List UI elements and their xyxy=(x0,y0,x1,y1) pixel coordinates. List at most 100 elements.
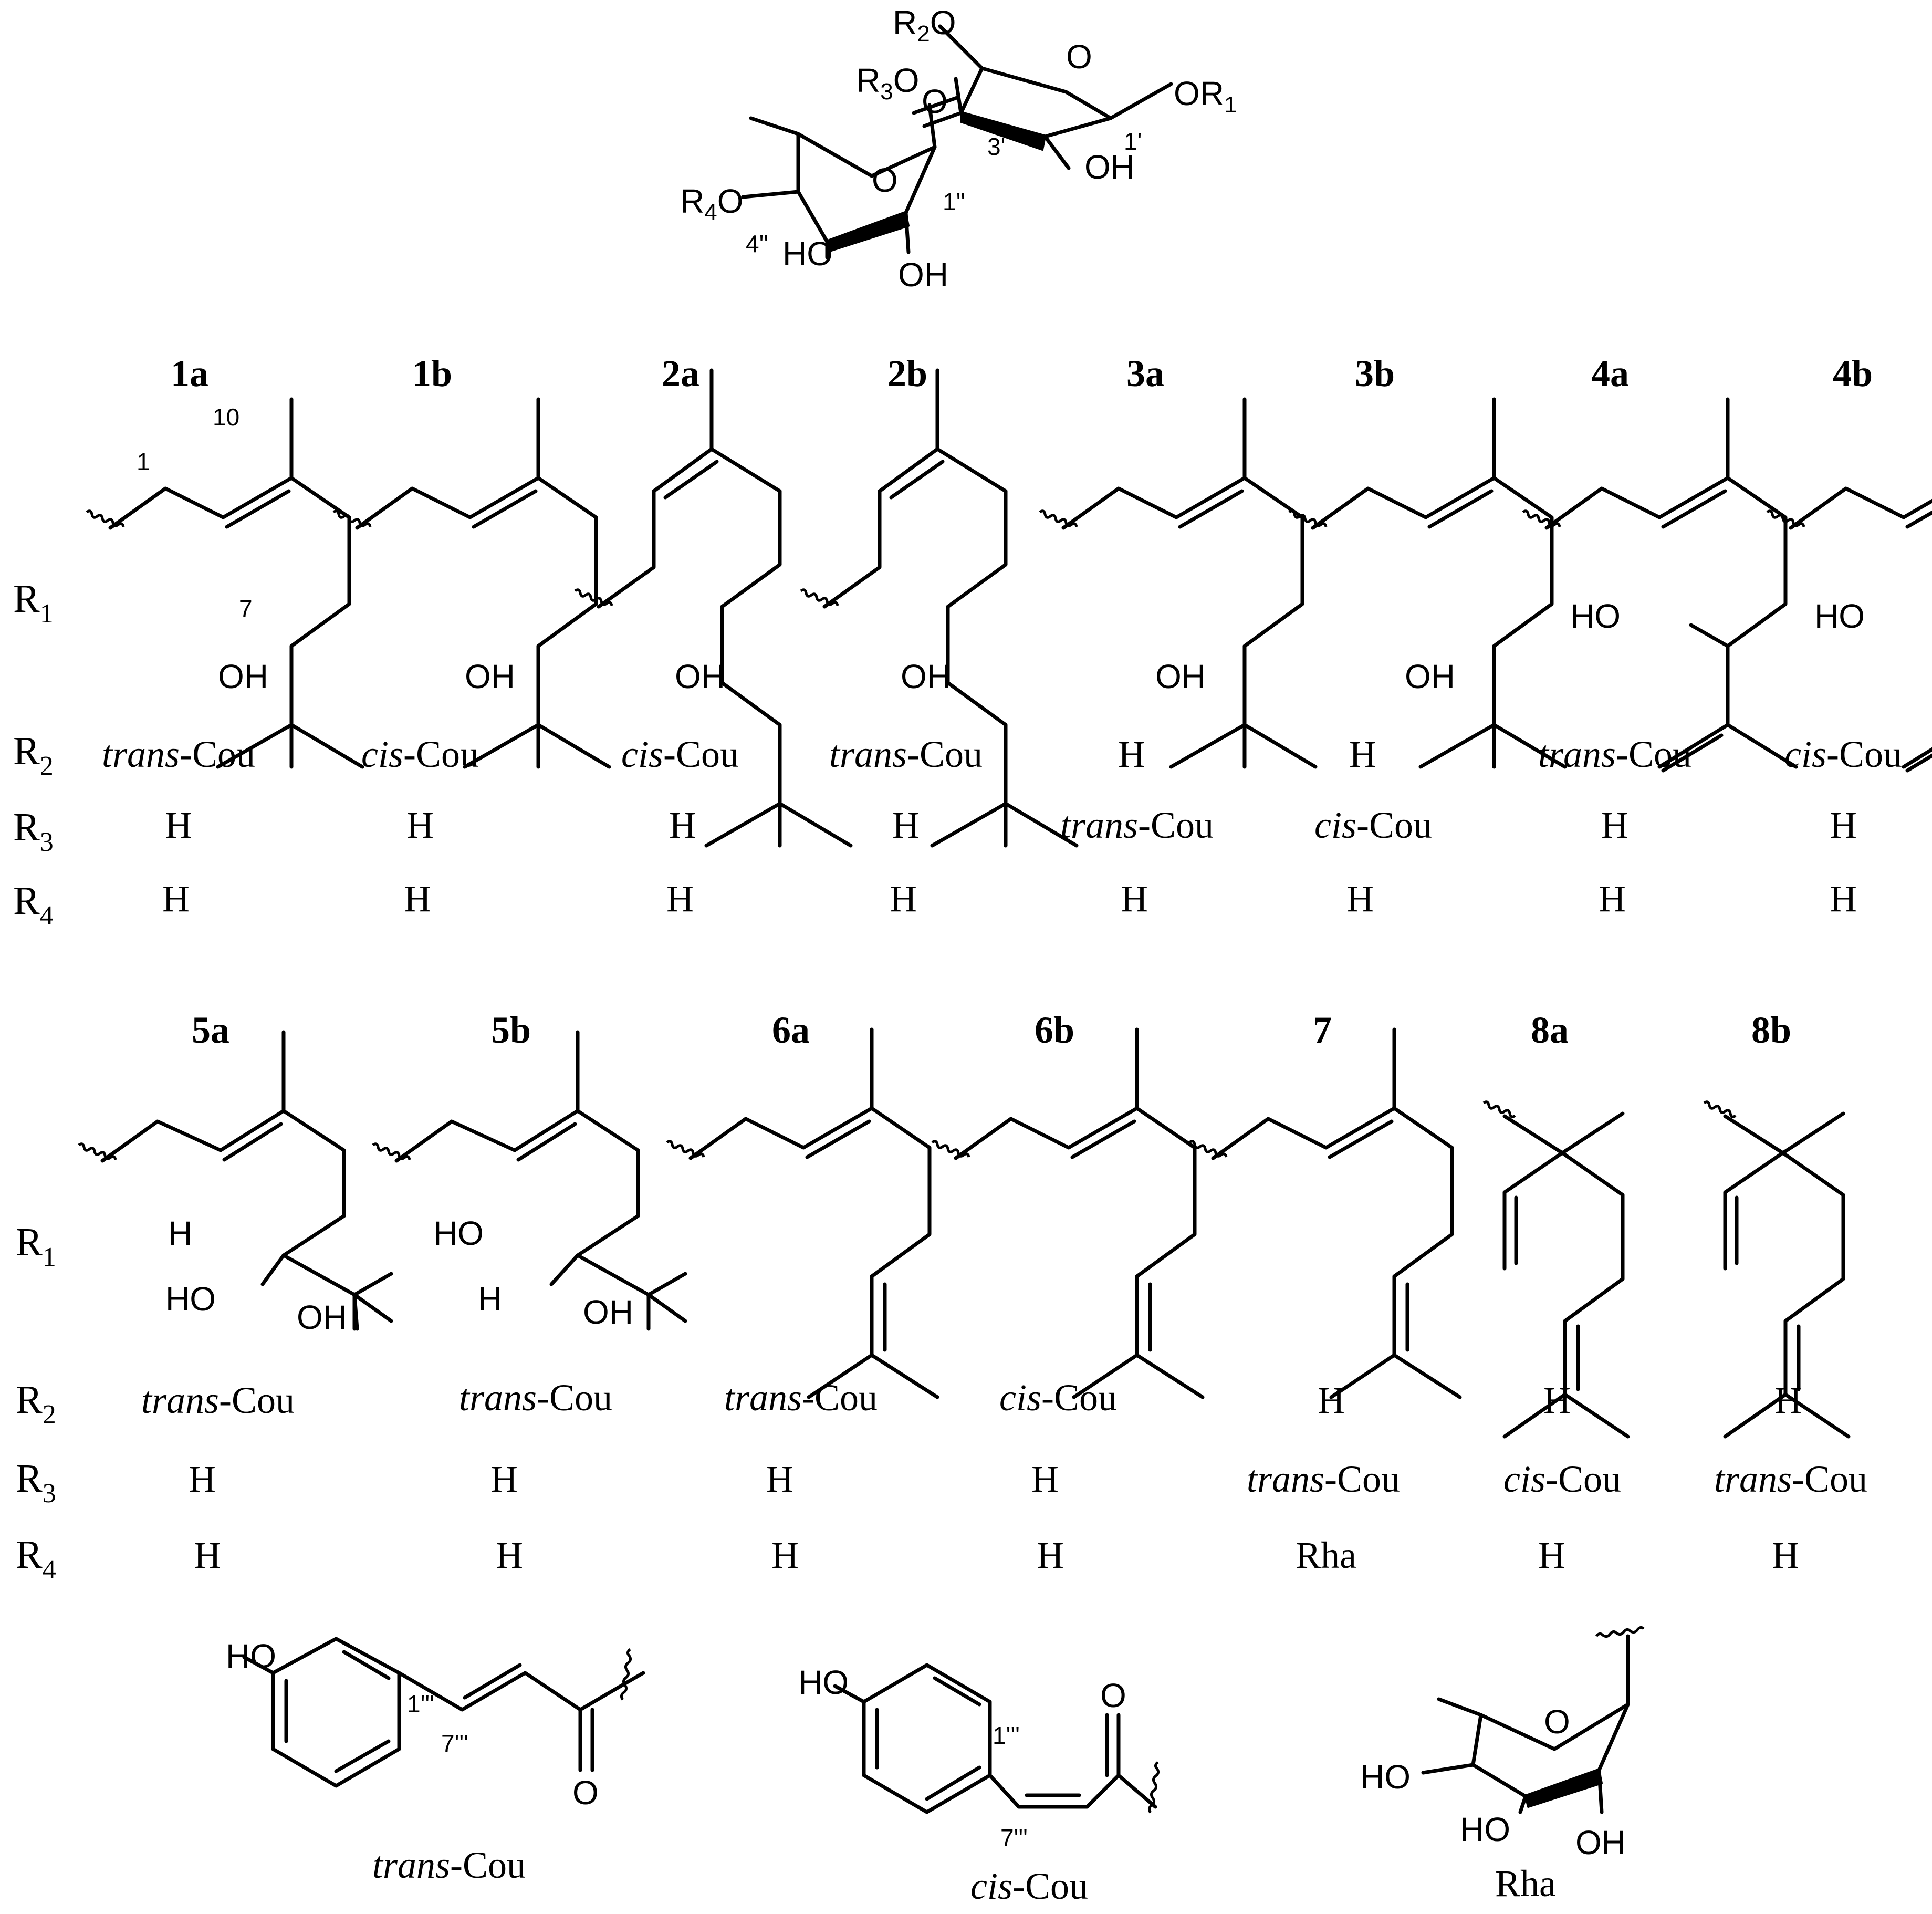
compound-id: 4a xyxy=(1591,352,1629,394)
r4-cell: H xyxy=(1599,878,1626,920)
compound-id: 2b xyxy=(887,352,927,394)
r1-label: R1 xyxy=(13,577,54,629)
trans-cou-c1ppp: 1''' xyxy=(407,1690,434,1718)
rha-ring-oxygen: O xyxy=(1544,1703,1570,1741)
row2-compound-ids: 5a 5b 6a 6b 7 8a 8b xyxy=(192,1009,1791,1051)
r3-cell: trans-Cou xyxy=(1247,1458,1400,1500)
r3-cell: H xyxy=(1601,804,1628,846)
oh-1a: OH xyxy=(218,658,268,695)
h-5b: H xyxy=(478,1280,502,1318)
r4-label: R4 xyxy=(13,879,54,931)
trans-cou-oxygen: O xyxy=(572,1774,599,1812)
r3-cell: cis-Cou xyxy=(1314,804,1432,846)
r2-cell: H xyxy=(1349,733,1376,775)
rha-oh: OH xyxy=(1575,1824,1626,1861)
r2-cell: trans-Cou xyxy=(459,1377,612,1419)
r4o-label: R4O xyxy=(680,182,743,225)
h-5a: H xyxy=(168,1214,192,1252)
cis-cou-structure xyxy=(833,1663,1160,1814)
r4-cell: H xyxy=(404,878,431,920)
r1-label: R1 xyxy=(16,1220,56,1272)
c1pp-label: 1'' xyxy=(943,188,965,215)
r3-cell: H xyxy=(669,804,696,846)
r3-cell: H xyxy=(1031,1458,1059,1500)
r4-cell: H xyxy=(162,878,190,920)
row2-row-labels: R1 R2 R3 R4 xyxy=(16,1220,56,1585)
r2-cell: H xyxy=(1318,1379,1345,1421)
compound-id: 7 xyxy=(1313,1009,1332,1051)
r3-cell: H xyxy=(165,804,192,846)
r4-cell: Rha xyxy=(1296,1534,1356,1576)
c1p-label: 1' xyxy=(1124,128,1142,155)
rha-structure xyxy=(1421,1626,1645,1814)
rha-caption: Rha xyxy=(1495,1863,1556,1905)
compound-id: 6b xyxy=(1035,1009,1074,1051)
rha-ring-oxygen: O xyxy=(872,161,898,199)
r2-cell: H xyxy=(1774,1379,1802,1421)
row2-substituent-table: trans-Cou trans-Cou trans-Cou cis-Cou H … xyxy=(141,1377,1867,1576)
r2-cell: cis-Cou xyxy=(1784,733,1902,775)
r4-cell: H xyxy=(1772,1534,1799,1576)
r2-cell: cis-Cou xyxy=(621,733,739,775)
r3-cell: H xyxy=(189,1458,216,1500)
r2-cell: trans-Cou xyxy=(1538,733,1691,775)
trans-cou-ho: HO xyxy=(226,1637,276,1675)
r3-cell: trans-Cou xyxy=(1714,1458,1867,1500)
r3-cell: H xyxy=(490,1458,518,1500)
r4-cell: H xyxy=(1538,1534,1565,1576)
r3-cell: trans-Cou xyxy=(1060,804,1214,846)
rha-oh: OH xyxy=(898,256,948,294)
oh-1b: OH xyxy=(465,658,515,695)
linking-oxygen: O xyxy=(922,82,948,120)
compound-id: 1a xyxy=(171,352,208,394)
core-glycoside xyxy=(741,24,1173,259)
oh-3a: OH xyxy=(1155,658,1206,695)
or1-label: OR1 xyxy=(1174,75,1237,118)
r2-cell: H xyxy=(1543,1379,1571,1421)
r4-cell: H xyxy=(1830,878,1857,920)
ho-4b: HO xyxy=(1814,597,1865,635)
compound-id: 6a xyxy=(772,1009,810,1051)
r4-cell: H xyxy=(194,1534,221,1576)
r2-label: R2 xyxy=(13,729,54,781)
c10-label: 10 xyxy=(213,403,239,431)
r4-cell: H xyxy=(771,1534,799,1576)
r4-cell: H xyxy=(1121,878,1148,920)
oh-5a: OH xyxy=(297,1298,347,1336)
rha-ho-mid: HO xyxy=(1460,1811,1510,1848)
r2-cell: H xyxy=(1118,733,1145,775)
trans-cou-structure xyxy=(242,1637,645,1788)
cis-cou-caption: cis-Cou xyxy=(970,1865,1088,1907)
r3-cell: H xyxy=(1830,804,1857,846)
row1-substituent-table: trans-Cou cis-Cou cis-Cou trans-Cou H H … xyxy=(102,733,1902,920)
row1-row-labels: R1 R2 R3 R4 xyxy=(13,577,54,931)
r4-cell: H xyxy=(1037,1534,1064,1576)
c4pp-label: 4'' xyxy=(746,230,768,257)
r4-cell: H xyxy=(496,1534,523,1576)
r4-cell: H xyxy=(666,878,694,920)
rha-ho: HO xyxy=(782,235,833,273)
r3-cell: H xyxy=(406,804,434,846)
r2o-label: R2O xyxy=(893,4,956,47)
r3o-label: R3O xyxy=(856,61,919,105)
cis-cou-ho: HO xyxy=(798,1663,849,1701)
cis-cou-c1ppp: 1''' xyxy=(993,1722,1020,1749)
r3-label: R3 xyxy=(16,1457,56,1509)
c3p-label: 3' xyxy=(987,133,1005,160)
r2-cell: trans-Cou xyxy=(829,733,983,775)
compound-id: 3a xyxy=(1126,352,1164,394)
oh-5b: OH xyxy=(583,1293,633,1331)
r3-cell: H xyxy=(766,1458,793,1500)
r3-cell: cis-Cou xyxy=(1503,1458,1621,1500)
compound-id: 3b xyxy=(1355,352,1395,394)
r2-cell: trans-Cou xyxy=(141,1379,295,1421)
ho-5b: HO xyxy=(433,1214,484,1252)
c7-label: 7 xyxy=(239,595,253,622)
compound-id: 4b xyxy=(1833,352,1873,394)
r2-cell: cis-Cou xyxy=(999,1377,1117,1419)
oh-2a: OH xyxy=(675,658,725,695)
rha-ho-left: HO xyxy=(1360,1758,1411,1796)
r3-cell: H xyxy=(892,804,920,846)
glc-ring-oxygen: O xyxy=(1066,38,1092,76)
